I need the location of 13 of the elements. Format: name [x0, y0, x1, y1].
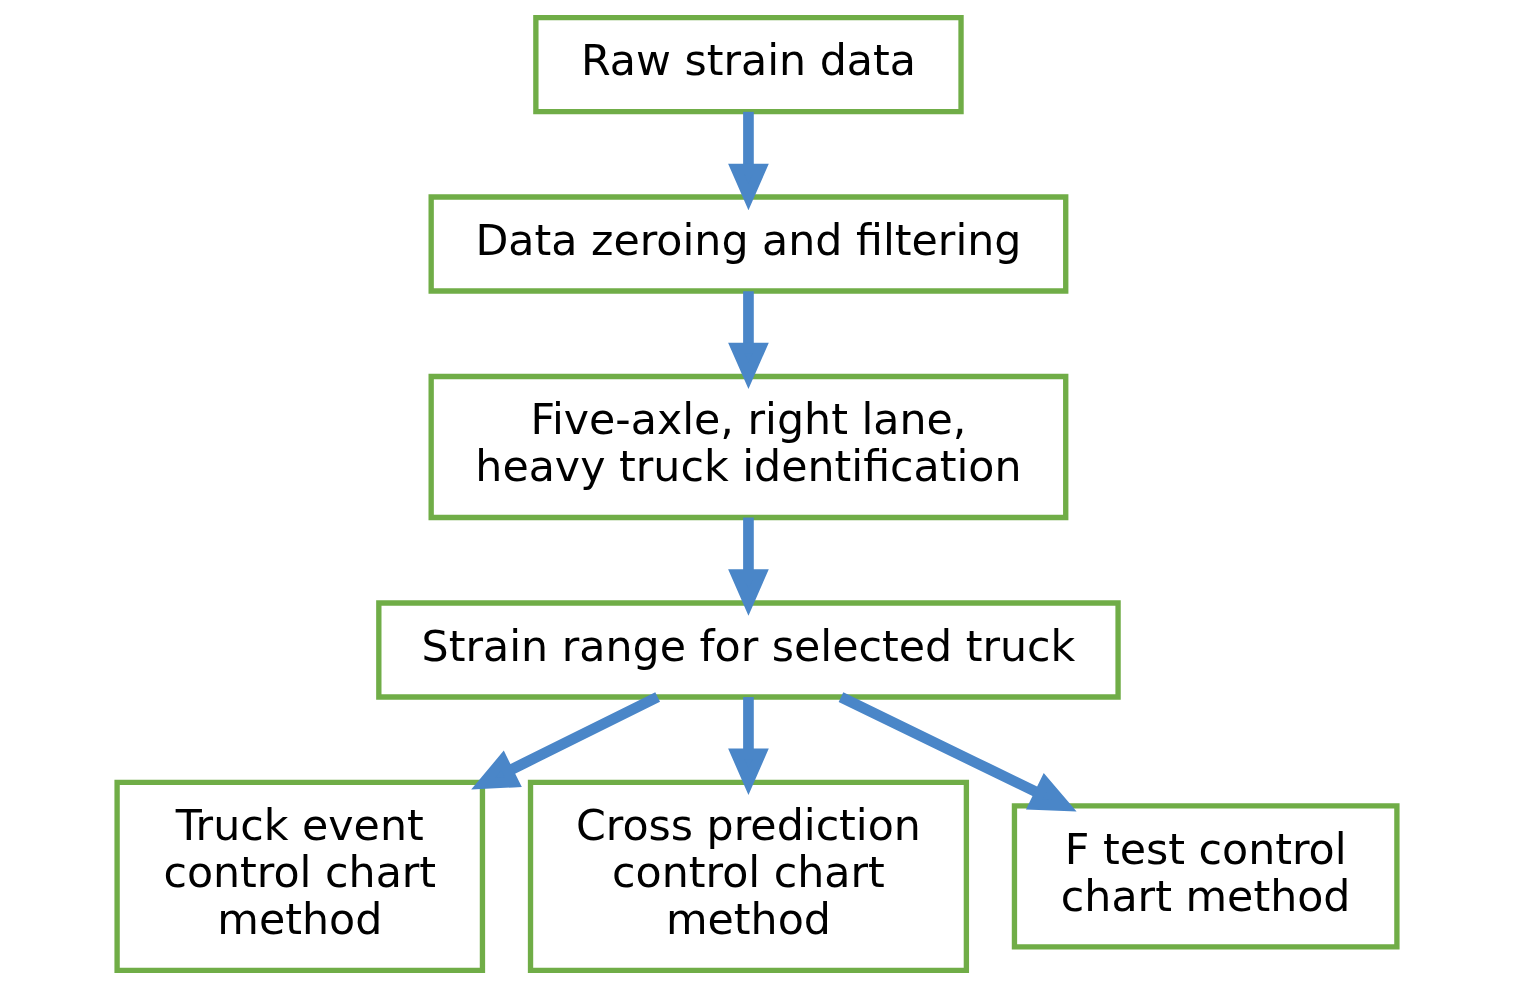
node-box: Cross prediction control chart method [527, 779, 970, 973]
arrow [471, 691, 661, 789]
arrow [728, 111, 769, 210]
node-box: Data zeroing and filtering [428, 193, 1069, 294]
arrow [728, 696, 769, 795]
node-box: F test control chart method [1011, 802, 1400, 950]
node-box: Raw strain data [533, 14, 964, 114]
arrow [728, 290, 769, 389]
node-box: Truck event control chart method [114, 779, 486, 973]
arrow [728, 517, 769, 616]
node-box: Five-axle, right lane, heavy truck identification [428, 373, 1069, 520]
node-box: Strain range for selected truck [376, 599, 1121, 700]
arrow [838, 691, 1077, 812]
